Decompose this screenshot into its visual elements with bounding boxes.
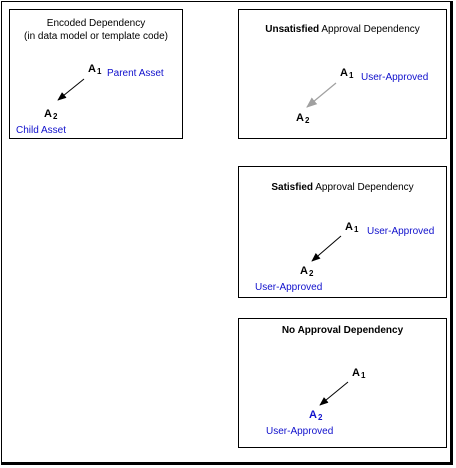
none-parent-node: A1 [352, 367, 366, 380]
encoded-parent-node: A1 [88, 63, 102, 76]
unsatisfied-child-node: A2 [296, 112, 310, 125]
encoded-title-line2: (in data model or template code) [24, 31, 168, 42]
satisfied-child-label: User-Approved [255, 282, 323, 293]
panel-unsatisfied-dependency [238, 9, 447, 139]
panel-satisfied-dependency [238, 166, 447, 298]
encoded-child-node: A2 [44, 108, 58, 121]
unsatisfied-title: Unsatisfied Approval Dependency [238, 24, 447, 35]
none-child-node: A2 [309, 409, 323, 422]
satisfied-parent-node: A1 [345, 221, 359, 234]
satisfied-title-rest: Approval Dependency [313, 182, 414, 193]
unsatisfied-title-bold: Unsatisfied [265, 24, 320, 35]
panel-encoded-dependency [9, 9, 183, 139]
none-child-label: User-Approved [266, 426, 334, 437]
unsatisfied-title-rest: Approval Dependency [319, 24, 420, 35]
encoded-parent-label: Parent Asset [107, 68, 164, 79]
encoded-child-label: Child Asset [16, 125, 67, 136]
none-title-bold: No Approval Dependency [281, 325, 404, 336]
unsatisfied-parent-node: A1 [340, 67, 354, 80]
encoded-title-line1: Encoded Dependency [46, 18, 146, 29]
unsatisfied-parent-label: User-Approved [361, 72, 429, 83]
satisfied-title: Satisfied Approval Dependency [238, 182, 447, 193]
satisfied-child-node: A2 [300, 265, 314, 278]
satisfied-title-bold: Satisfied [271, 182, 314, 193]
none-title: No Approval Dependency [238, 325, 447, 336]
satisfied-parent-label: User-Approved [367, 226, 435, 237]
